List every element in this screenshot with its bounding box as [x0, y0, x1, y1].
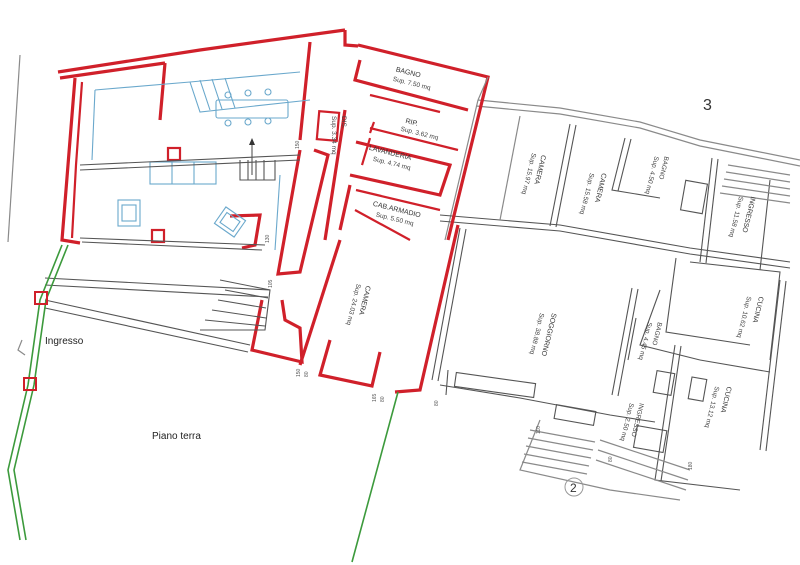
label-camera-1-area: Sup. 15.97 mq [520, 152, 537, 195]
dim-2: 130 [265, 234, 271, 243]
dim-11: 180 [688, 461, 694, 470]
dim-6: 80 [380, 396, 386, 402]
label-cucina-2: CUCINA [719, 386, 732, 414]
label-cucina-1: CUCINA [751, 296, 764, 324]
armchair [117, 199, 141, 227]
stairs-top [189, 77, 311, 113]
label-dis-area: Sup. 3.34 mq [330, 116, 337, 155]
furniture [91, 71, 311, 251]
label-bagno-area: Sup. 7.50 mq [392, 76, 432, 92]
sofa [149, 161, 217, 185]
label-bagno-2-area: Sup. 4.50 mq [643, 156, 659, 196]
label-dis: DIS. [340, 116, 347, 129]
property-boundary [7, 244, 399, 563]
dining-table [215, 99, 289, 119]
label-camera-2-area: Sup. 15.58 mq [578, 172, 595, 215]
unit-number-2-circle [564, 477, 584, 497]
unit-number-2: 2 [570, 481, 577, 495]
dim-10: 80 [608, 456, 614, 462]
label-cucina-1-area: Sup. 10.62 mq [735, 296, 752, 339]
label-piano-terra: Piano terra [152, 431, 201, 442]
label-camera-main-area: Sup. 24.03 mq [345, 283, 362, 326]
label-ingresso: Ingresso [45, 336, 84, 347]
unit-number-3: 3 [703, 97, 712, 114]
label-rip: RIP. [405, 118, 419, 128]
label-cucina-2-area: Sup. 13.12 mq [703, 386, 720, 429]
armchair-rotated [213, 206, 247, 238]
label-bagno-3-area: Sup. 4.45 mq [637, 321, 653, 361]
room-labels: BAGNO Sup. 7.50 mq RIP. Sup. 3.62 mq LAV… [45, 67, 764, 497]
dim-9: 110 [536, 426, 542, 434]
existing-building-walls [431, 99, 800, 501]
dim-8: 80 [434, 400, 440, 406]
dim-5: 80 [304, 371, 310, 377]
stairs-bottom [521, 429, 691, 491]
dim-7: 165 [372, 393, 378, 402]
living-area-outline [7, 54, 489, 353]
label-ingresso-2-area: Sup. 11.58 mq [727, 196, 744, 239]
dim-3: 105 [268, 279, 274, 288]
stairs-top-right [719, 164, 791, 204]
dimension-labels: 150 130 105 150 80 80 165 80 110 80 180 [265, 140, 694, 470]
ground-stairs [200, 279, 271, 331]
dim-4: 150 [296, 368, 302, 377]
dim-1: 150 [295, 140, 301, 149]
